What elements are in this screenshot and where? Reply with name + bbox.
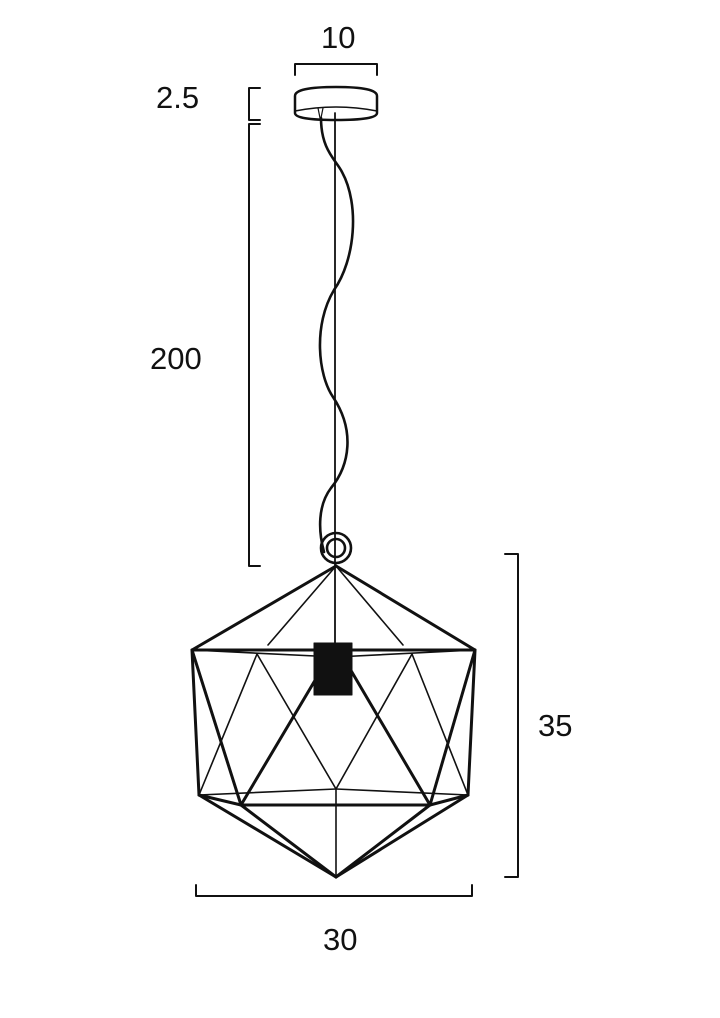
canopy-height-bracket xyxy=(248,87,261,121)
geometric-wire-shade xyxy=(190,564,477,879)
canopy-height-label: 2.5 xyxy=(156,80,200,115)
canopy-width-label: 10 xyxy=(321,20,356,55)
hanging-ring xyxy=(319,531,353,565)
coiled-cable xyxy=(318,116,355,554)
shade-width-label: 30 xyxy=(323,922,358,957)
lamp-socket xyxy=(313,642,353,696)
shade-height-label: 35 xyxy=(538,708,573,743)
shade-width-bracket xyxy=(195,884,473,897)
canopy xyxy=(293,85,379,122)
canopy-width-bracket xyxy=(294,63,378,76)
drop-length-label: 200 xyxy=(150,341,202,376)
shade-height-bracket xyxy=(504,553,519,878)
drop-length-bracket xyxy=(248,123,261,567)
